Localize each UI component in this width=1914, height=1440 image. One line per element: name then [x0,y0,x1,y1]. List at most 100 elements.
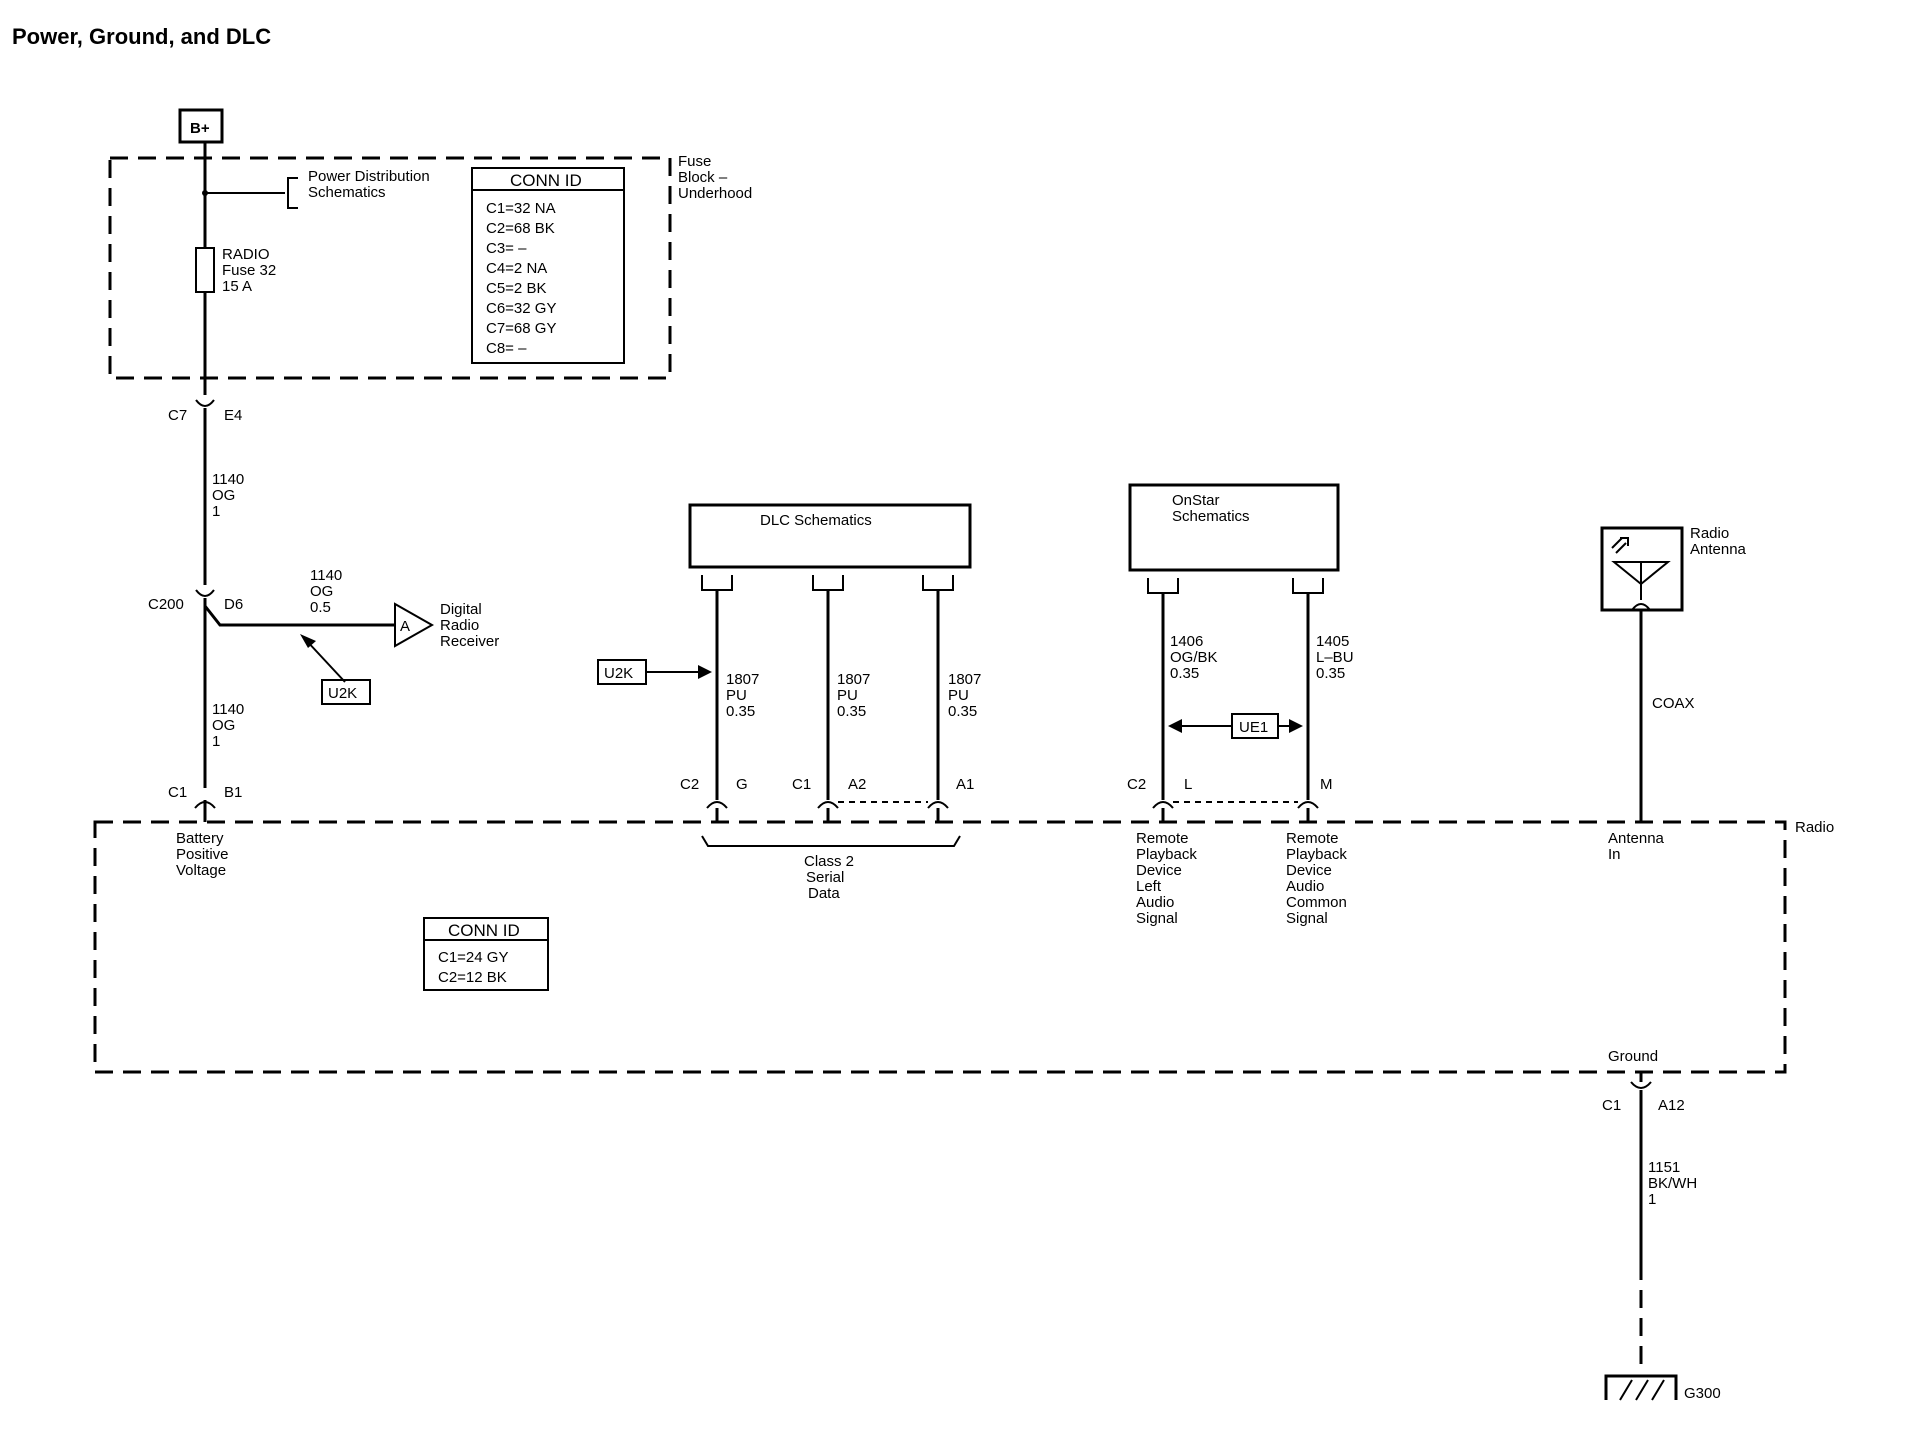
onstar-wire-1406-gauge: 0.35 [1170,665,1199,682]
common-audio-signal-label-1: Remote [1286,830,1339,847]
fuse-conn-id-row: C5=2 BK [486,280,546,297]
ground-wire-label: 1151 [1648,1159,1680,1176]
class2-label-3: Data [808,885,840,902]
dlc-pin-g-label: G [736,776,748,793]
u2k-box-power [321,679,371,705]
fuse-label-3: 15 A [222,278,252,295]
dlc-schematics-label: DLC Schematics [760,512,872,529]
dlc-wire-a1-color: PU [948,687,969,704]
dlc-conn-c2-label: C2 [680,776,699,793]
dlc-schematics-box [688,503,972,569]
battery-pin-label-1: Battery [176,830,224,847]
wire-1140-label: 1140 [212,471,244,488]
ground-wire-gauge: 1 [1648,1191,1656,1208]
u2k-label-power: U2K [328,685,357,702]
onstar-label-2: Schematics [1172,508,1250,525]
battery-pin-label-3: Voltage [176,862,226,879]
ue1-arrow-right [1289,719,1303,733]
radio-outline [93,820,1787,1074]
power-dist-label-2: Schematics [308,184,386,201]
wire-1140-gauge: 1 [212,503,220,520]
fuse-conn-id-table [471,167,625,364]
branch-wire [203,605,395,627]
u2k-arrowhead [300,634,316,648]
fuse-conn-id-row: C4=2 NA [486,260,547,277]
onstar-pin-m-label: M [1320,776,1333,793]
common-audio-signal-label-2: Playback [1286,846,1347,863]
left-audio-signal-label-4: Left [1136,878,1162,895]
class2-brace [701,835,961,847]
antenna-label-2: Antenna [1690,541,1747,558]
u2k-label-dlc: U2K [604,665,633,682]
fuse-conn-id-title: CONN ID [510,171,582,190]
wire-1140-2-color: OG [212,717,235,734]
ground-conn-a12-label: A12 [1658,1097,1685,1114]
branch-wire-gauge: 0.5 [310,599,331,616]
dlc-pin-a1-label: A1 [956,776,974,793]
conn-e4-label: E4 [224,407,242,424]
antenna-label-1: Radio [1690,525,1729,542]
dlc-wire-a2-color: PU [837,687,858,704]
inline-connector-a-symbol [394,602,435,648]
dlc-wire-g-gauge: 0.35 [726,703,755,720]
onstar-wire-1405-label: 1405 [1316,633,1349,650]
dlc-circuit: DLC Schematics 1807 PU 0.35 C2 G U2K 180… [597,503,981,902]
class2-label-1: Class 2 [804,853,854,870]
radio-wave-icon [1611,537,1629,554]
power-dist-label-1: Power Distribution [308,168,430,185]
conn-b1-label: B1 [224,784,242,801]
ue1-label: UE1 [1239,719,1268,736]
common-audio-signal-label-4: Audio [1286,878,1324,895]
antenna-in-label-1: Antenna [1608,830,1665,847]
connector-c200-symbol [195,589,215,597]
onstar-wire-1406-label: 1406 [1170,633,1203,650]
radio-fuse-symbol [195,247,215,293]
onstar-pin-l-label: L [1184,776,1192,793]
class2-label-2: Serial [806,869,844,886]
onstar-wire-1405-gauge: 0.35 [1316,665,1345,682]
digital-radio-label-2: Radio [440,617,479,634]
dlc-wire-a1-gauge: 0.35 [948,703,977,720]
digital-radio-label-1: Digital [440,601,482,618]
onstar-wire-1405-color: L–BU [1316,649,1354,666]
b-plus-label: B+ [190,120,210,137]
conn-c200-label: C200 [148,596,184,613]
radio-conn-id-title: CONN ID [448,921,520,940]
power-dist-bracket [287,177,298,209]
u2k-dlc-arrowhead [698,665,712,679]
fuse-conn-id-row: C1=32 NA [486,200,556,217]
branch-wire-color: OG [310,583,333,600]
conn-c1-label: C1 [168,784,187,801]
onstar-wire-1406-color: OG/BK [1170,649,1218,666]
dlc-wire-g-color: PU [726,687,747,704]
fuse-conn-id-row: C7=68 GY [486,320,556,337]
fuse-conn-id-row: C6=32 GY [486,300,556,317]
power-circuit-1140: C7 E4 1140 OG 1 C200 D6 1140 OG 0.5 A Di… [148,142,499,879]
ground-g300-label: G300 [1684,1385,1721,1402]
conn-d6-label: D6 [224,596,243,613]
dlc-wire-a1-label: 1807 [948,671,981,688]
page-title: Power, Ground, and DLC [12,24,271,49]
dlc-wire-a2-gauge: 0.35 [837,703,866,720]
battery-pin-label-2: Positive [176,846,229,863]
fuse-block-label-2: Block – [678,169,728,186]
common-audio-signal-label-3: Device [1286,862,1332,879]
radio-conn-id-row: C2=12 BK [438,969,507,986]
radio-module: Radio CONN ID C1=24 GY C2=12 BK [93,819,1834,1074]
ue1-box [1231,713,1279,739]
dlc-pin-a2-label: A2 [848,776,866,793]
wire-1140-2-gauge: 1 [212,733,220,750]
common-audio-signal-label-6: Signal [1286,910,1328,927]
dlc-conn-c1-label: C1 [792,776,811,793]
connector-c7-symbol [195,399,215,407]
inline-connector-a-label: A [400,618,410,635]
fuse-conn-id-row: C8= – [486,340,527,357]
conn-c7-label: C7 [168,407,187,424]
fuse-label-2: Fuse 32 [222,262,276,279]
dlc-wire-a2-label: 1807 [837,671,870,688]
fuse-block-label-1: Fuse [678,153,711,170]
onstar-conn-c2-label: C2 [1127,776,1146,793]
fuse-block-outline [108,156,672,380]
ground-circuit: Ground C1 A12 1151 BK/WH 1 G300 [1602,1048,1721,1402]
